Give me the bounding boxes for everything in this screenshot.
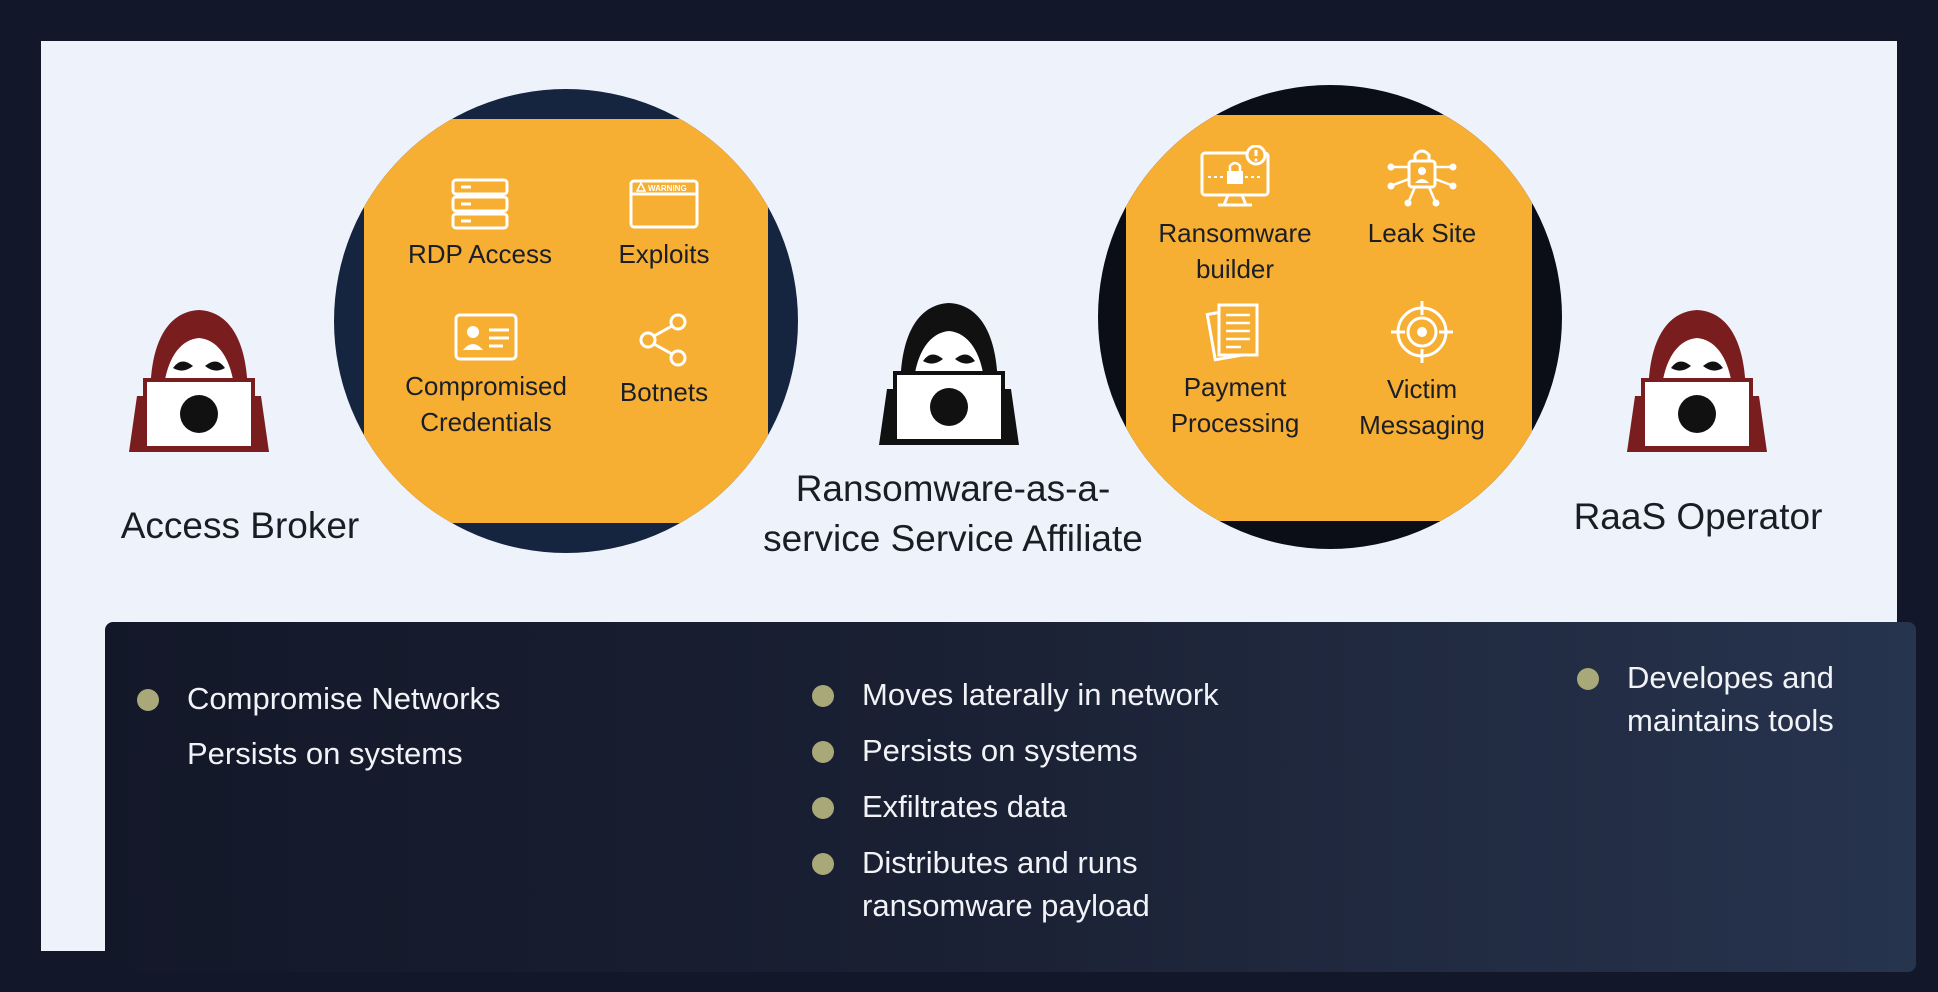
ransomware-builder-tool: Ransomware builder	[1130, 145, 1340, 287]
leak-site-label: Leak Site	[1367, 218, 1477, 248]
server-icon	[451, 178, 509, 230]
payment-processing-label-1: Payment	[1183, 372, 1287, 402]
compromised-credentials-label-1: Compromised	[405, 371, 567, 401]
victim-messaging-tool: Victim Messaging	[1322, 299, 1522, 443]
affiliate-hacker-icon	[879, 303, 1019, 445]
diagram-canvas: Access Broker RDP Access	[41, 41, 1916, 972]
ransomware-builder-label-2: builder	[1195, 254, 1275, 284]
botnets-label: Botnets	[619, 377, 709, 407]
affiliate-activities-list: Moves laterally in network Persists on s…	[812, 673, 1332, 940]
broker-tools-square: RDP Access WARNING Exploits	[364, 119, 768, 523]
raas-operator-hacker-icon	[1627, 310, 1767, 452]
bullet-dot-icon	[812, 853, 834, 875]
affiliate-activity-item: Exfiltrates data	[812, 785, 1332, 828]
id-card-icon	[454, 313, 518, 361]
roles-description-panel: Compromise Networks Persists on systems …	[105, 622, 1916, 972]
victim-messaging-label-2: Messaging	[1359, 410, 1485, 440]
leak-site-tool: Leak Site	[1322, 145, 1522, 251]
rdp-access-label: RDP Access	[407, 239, 552, 269]
target-icon	[1391, 301, 1453, 363]
affiliate-label-line2: service Service Affiliate	[763, 518, 1143, 559]
affiliate-activity-item: Persists on systems	[812, 729, 1332, 772]
affiliate-label: Ransomware-as-a- service Service Affilia…	[723, 464, 1183, 564]
operator-activity-item: Developes and maintains tools	[1577, 656, 1897, 742]
ransomware-builder-label-1: Ransomware	[1158, 218, 1312, 248]
access-broker-label: Access Broker	[120, 505, 360, 546]
affiliate-label-line1: Ransomware-as-a-	[795, 468, 1111, 509]
payment-processing-tool: Payment Processing	[1130, 299, 1340, 441]
network-user-lock-icon	[1387, 149, 1457, 207]
monitor-lock-icon	[1200, 145, 1270, 207]
payment-processing-label-2: Processing	[1170, 408, 1300, 438]
broker-activity-continuation: Persists on systems	[187, 736, 463, 771]
affiliate-activity-item: Distributes and runs ransomware payload	[812, 841, 1332, 927]
bullet-dot-icon	[812, 741, 834, 763]
operator-tools-circle: Ransomware builder	[1098, 85, 1562, 549]
bullet-dot-icon	[1577, 668, 1599, 690]
bullet-dot-icon	[137, 689, 159, 711]
exploits-tool: WARNING Exploits	[554, 178, 774, 272]
botnets-tool: Botnets	[554, 312, 774, 410]
operator-tools-square: Ransomware builder	[1126, 115, 1532, 521]
broker-activity-item: Compromise Networks	[137, 677, 697, 720]
compromised-credentials-tool: Compromised Credentials	[370, 312, 602, 440]
rdp-access-tool: RDP Access	[370, 178, 590, 272]
warning-window-icon: WARNING	[629, 179, 699, 229]
bullet-dot-icon	[812, 797, 834, 819]
victim-messaging-label-1: Victim	[1386, 374, 1458, 404]
bullet-dot-icon	[812, 685, 834, 707]
broker-tools-circle: RDP Access WARNING Exploits	[334, 89, 798, 553]
documents-icon	[1205, 303, 1259, 362]
operator-activities-list: Developes and maintains tools	[1577, 656, 1897, 755]
broker-activities-list: Compromise Networks	[137, 677, 697, 733]
raas-operator-label: RaaS Operator	[1573, 496, 1823, 537]
share-nodes-icon	[639, 313, 687, 367]
exploits-label: Exploits	[618, 239, 710, 269]
affiliate-activity-item: Moves laterally in network	[812, 673, 1332, 716]
svg-text:WARNING: WARNING	[648, 184, 687, 193]
access-broker-hacker-icon	[129, 310, 269, 452]
compromised-credentials-label-2: Credentials	[420, 407, 552, 437]
